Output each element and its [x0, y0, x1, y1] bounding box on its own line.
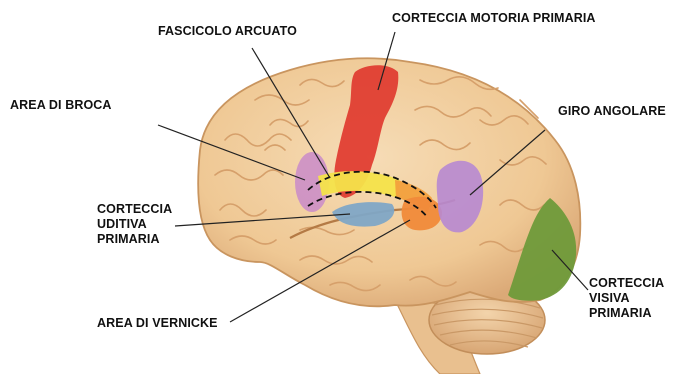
- label-corteccia-motoria: CORTECCIA MOTORIA PRIMARIA: [392, 11, 596, 26]
- label-corteccia-visiva-line1: CORTECCIA: [589, 276, 664, 291]
- label-corteccia-uditiva-line1: CORTECCIA: [97, 202, 172, 217]
- label-corteccia-visiva: CORTECCIA VISIVA PRIMARIA: [589, 276, 664, 321]
- label-corteccia-uditiva-line2: UDITIVA: [97, 217, 172, 232]
- label-corteccia-uditiva: CORTECCIA UDITIVA PRIMARIA: [97, 202, 172, 247]
- label-area-broca: AREA DI BROCA: [10, 98, 112, 113]
- label-giro-angolare: GIRO ANGOLARE: [558, 104, 666, 119]
- label-corteccia-uditiva-line3: PRIMARIA: [97, 232, 172, 247]
- label-area-wernicke: AREA DI VERNICKE: [97, 316, 218, 331]
- label-corteccia-visiva-line2: VISIVA: [589, 291, 664, 306]
- label-corteccia-visiva-line3: PRIMARIA: [589, 306, 664, 321]
- label-fascicolo-arcuato: FASCICOLO ARCUATO: [158, 24, 297, 39]
